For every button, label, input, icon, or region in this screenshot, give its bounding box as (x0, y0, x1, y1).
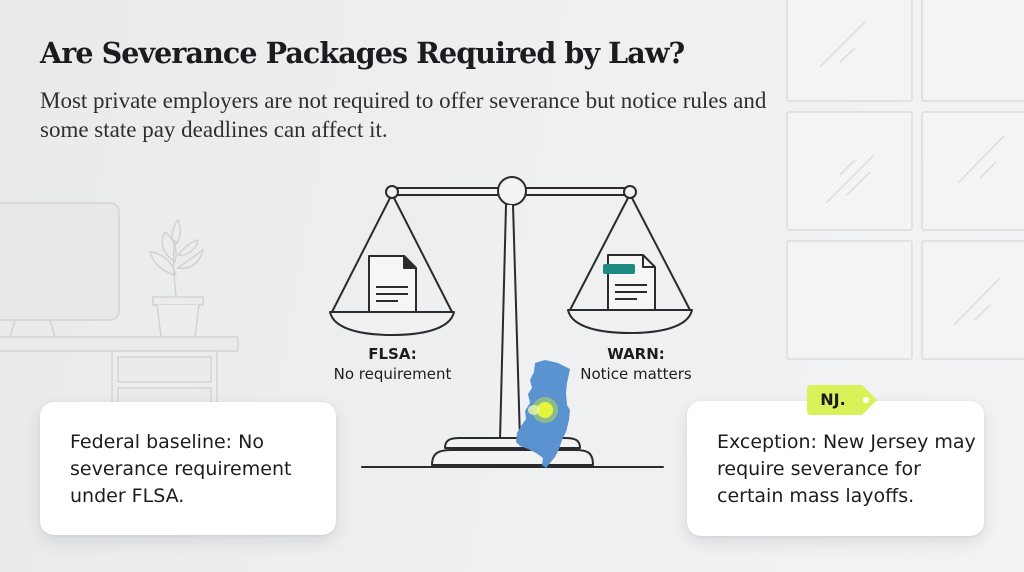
warn-heading: WARN: (607, 345, 665, 363)
tag-icon (807, 385, 877, 415)
nj-tag: NJ. (807, 385, 879, 415)
federal-baseline-card: Federal baseline: No severance requireme… (40, 402, 336, 535)
monitor-icon (0, 202, 120, 338)
desk-icon (0, 336, 239, 412)
teal-tab-icon (603, 264, 635, 274)
window-icon (786, 0, 1024, 360)
page-title: Are Severance Packages Required by Law? (40, 36, 685, 70)
location-marker-icon (528, 397, 558, 423)
nj-exception-text: Exception: New Jersey may require severa… (717, 431, 976, 507)
warn-pan-label: WARN: Notice matters (566, 344, 706, 384)
left-document-icon (368, 255, 417, 311)
flsa-caption: No requirement (333, 365, 452, 383)
nj-exception-card: Exception: New Jersey may require severa… (687, 401, 984, 536)
nj-tag-label: NJ. (820, 390, 846, 409)
right-document-icon (607, 254, 656, 309)
page-subtitle: Most private employers are not required … (40, 88, 767, 142)
flsa-heading: FLSA: (368, 345, 417, 363)
federal-baseline-text: Federal baseline: No severance requireme… (70, 431, 292, 507)
flsa-pan-label: FLSA: No requirement (320, 344, 465, 384)
plant-icon (149, 218, 205, 338)
warn-caption: Notice matters (580, 365, 692, 383)
